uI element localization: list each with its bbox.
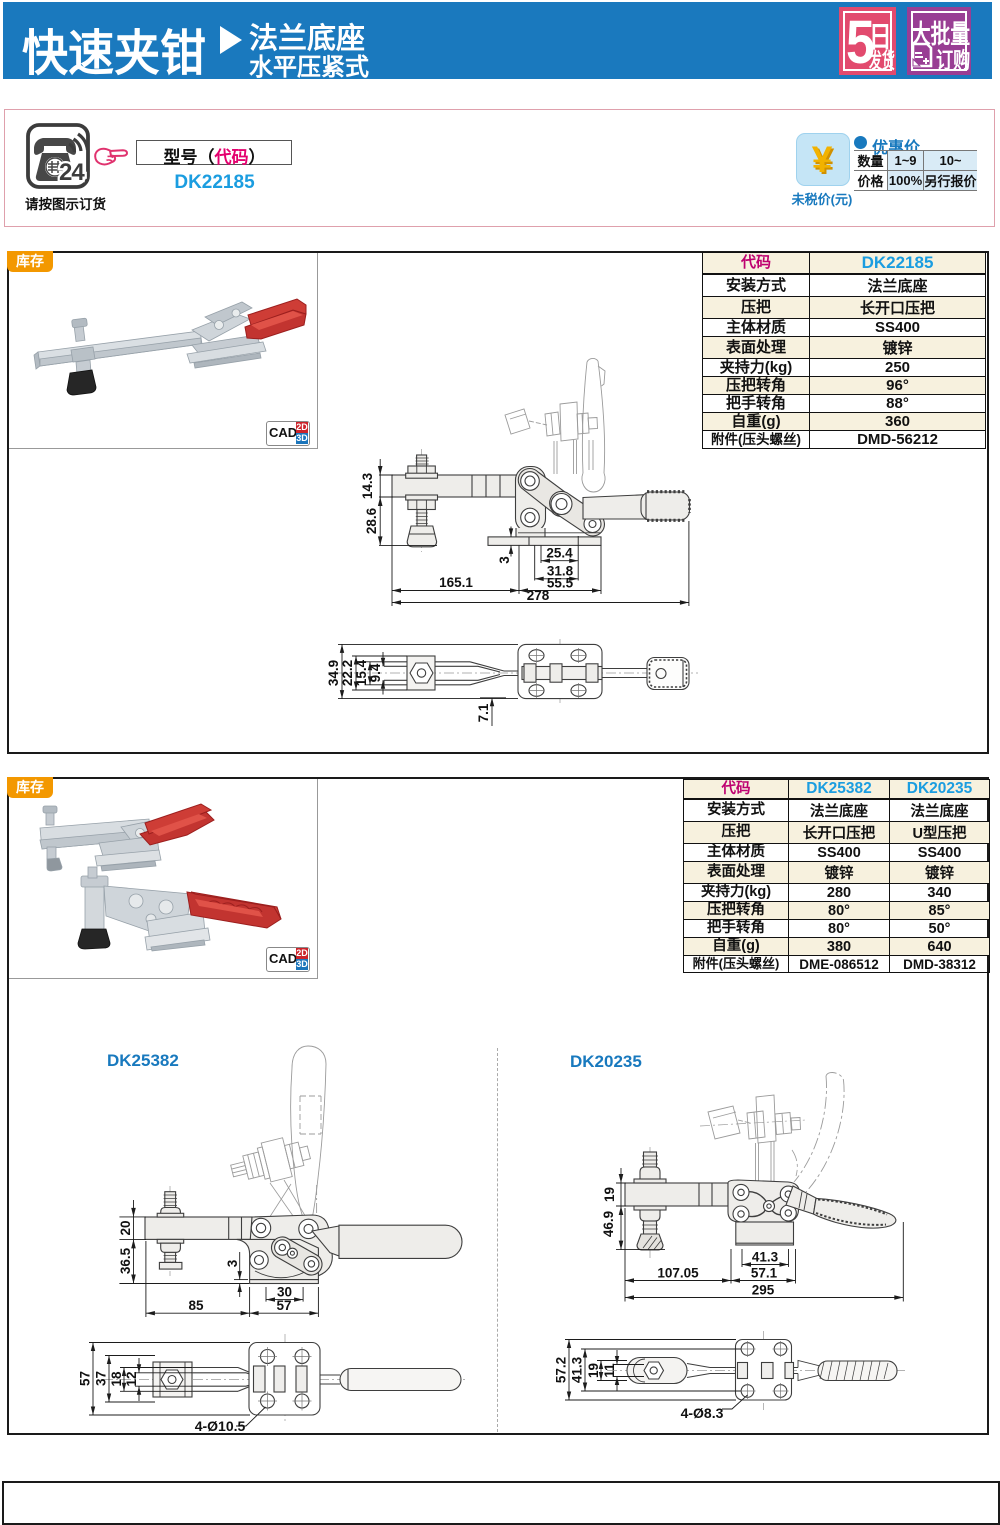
svg-text:41.3: 41.3 bbox=[570, 1356, 585, 1383]
svg-text:7.1: 7.1 bbox=[476, 703, 491, 722]
svg-text:278: 278 bbox=[527, 588, 550, 603]
svg-text:57.1: 57.1 bbox=[751, 1266, 778, 1281]
svg-text:57: 57 bbox=[80, 1371, 93, 1386]
svg-text:24: 24 bbox=[59, 159, 85, 186]
svg-text:34.9: 34.9 bbox=[326, 660, 341, 686]
svg-text:55.5: 55.5 bbox=[547, 576, 574, 591]
svg-text:18: 18 bbox=[109, 1371, 124, 1387]
svg-text:19: 19 bbox=[602, 1187, 617, 1202]
svg-text:107.05: 107.05 bbox=[657, 1266, 699, 1281]
svg-text:3: 3 bbox=[497, 556, 512, 564]
svg-text:12: 12 bbox=[124, 1371, 139, 1386]
svg-text:31.8: 31.8 bbox=[547, 564, 574, 579]
svg-text:85: 85 bbox=[188, 1298, 204, 1313]
svg-text:165.1: 165.1 bbox=[439, 575, 473, 590]
svg-text:4-Ø10.5: 4-Ø10.5 bbox=[195, 1418, 246, 1434]
svg-text:46.9: 46.9 bbox=[601, 1211, 616, 1237]
svg-text:57.2: 57.2 bbox=[554, 1357, 569, 1383]
svg-text:22.2: 22.2 bbox=[340, 660, 355, 686]
svg-text:15.4: 15.4 bbox=[354, 659, 369, 686]
svg-text:19: 19 bbox=[586, 1363, 601, 1378]
svg-text:3: 3 bbox=[225, 1259, 240, 1267]
svg-text:57: 57 bbox=[276, 1298, 291, 1313]
svg-text:28.6: 28.6 bbox=[364, 507, 379, 534]
svg-text:11: 11 bbox=[602, 1363, 617, 1378]
svg-text:30: 30 bbox=[277, 1285, 292, 1300]
svg-text:25.4: 25.4 bbox=[546, 546, 573, 561]
svg-text:14.3: 14.3 bbox=[360, 472, 375, 499]
svg-text:295: 295 bbox=[752, 1283, 775, 1298]
svg-text:4-Ø8.3: 4-Ø8.3 bbox=[681, 1405, 724, 1421]
svg-text:36.5: 36.5 bbox=[118, 1247, 133, 1274]
svg-text:41.3: 41.3 bbox=[752, 1250, 779, 1265]
svg-text:37: 37 bbox=[94, 1371, 109, 1386]
svg-text:9.4: 9.4 bbox=[368, 663, 383, 682]
svg-text:20: 20 bbox=[118, 1220, 133, 1235]
